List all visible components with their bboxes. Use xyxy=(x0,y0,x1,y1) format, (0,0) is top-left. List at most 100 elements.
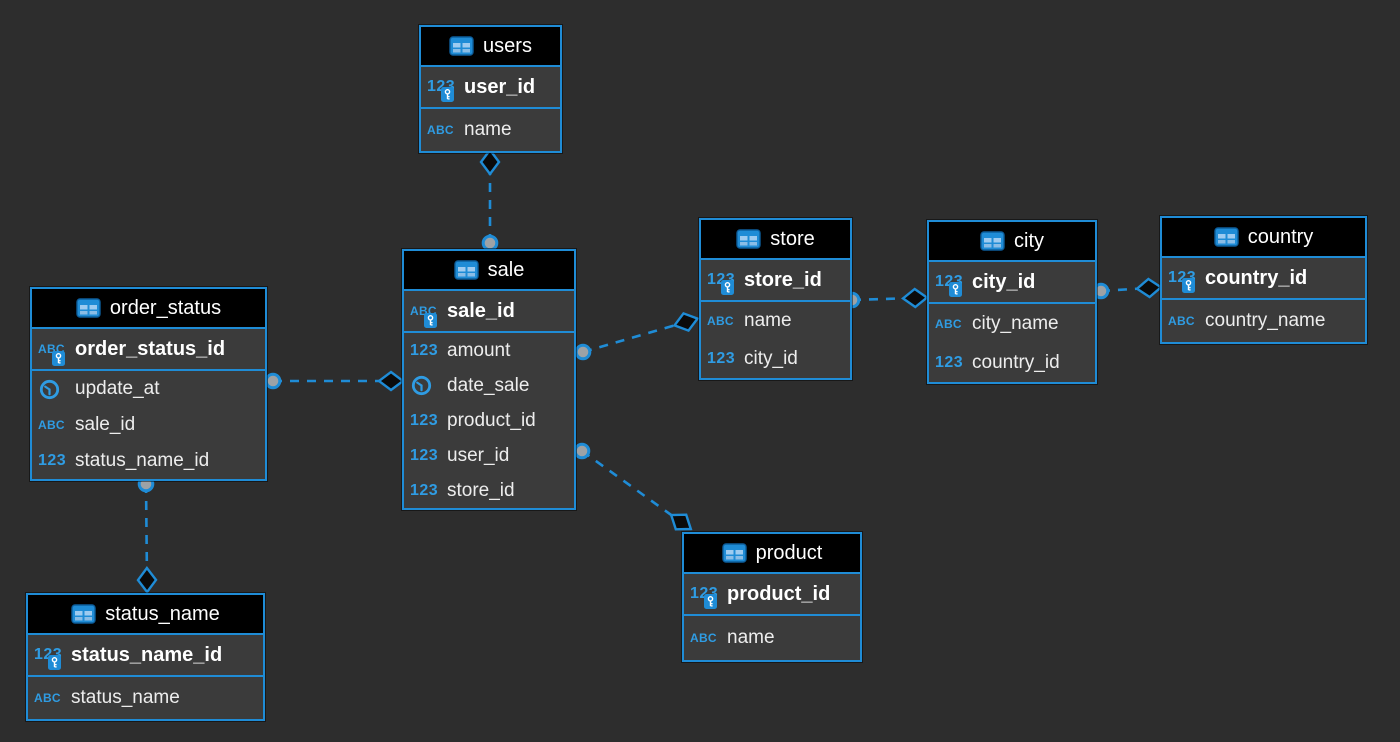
entity-title: status_name xyxy=(105,602,220,625)
entity-header[interactable]: users xyxy=(421,27,560,67)
relation-country-city[interactable] xyxy=(1092,277,1163,300)
column-name: user_id xyxy=(464,75,536,98)
entity-header[interactable]: order_status xyxy=(32,289,265,329)
relation-child-circle[interactable] xyxy=(573,442,591,460)
relation-parent-diamond[interactable] xyxy=(672,311,700,333)
relation-product-sale[interactable] xyxy=(573,442,693,531)
relation-parent-diamond[interactable] xyxy=(479,148,501,176)
column-name: city_name xyxy=(972,312,1059,334)
column-row-city_id[interactable]: 123 city_id xyxy=(701,340,850,378)
entity-title: order_status xyxy=(109,296,222,319)
column-row-date_sale[interactable]: date_sale xyxy=(404,368,574,403)
relation-line[interactable] xyxy=(581,449,682,524)
numeric-type-icon: 123 xyxy=(935,273,972,297)
text-type-icon: ABC xyxy=(38,342,75,366)
entity-title: product xyxy=(755,541,823,564)
primary-key-icon xyxy=(424,313,437,328)
entity-title: city xyxy=(1014,229,1044,252)
column-name: order_status_id xyxy=(75,337,226,360)
relation-parent-diamond[interactable] xyxy=(136,566,158,594)
column-name: date_sale xyxy=(447,374,530,396)
entity-header[interactable]: status_name xyxy=(28,595,263,635)
text-type-icon: ABC xyxy=(935,316,962,331)
relation-child-circle[interactable] xyxy=(264,372,282,390)
relation-parent-diamond[interactable] xyxy=(669,513,693,531)
primary-key-icon xyxy=(949,282,962,297)
relation-city-store[interactable] xyxy=(843,287,929,309)
column-name: city_id xyxy=(972,270,1036,293)
primary-key-icon xyxy=(721,280,734,295)
entity-header[interactable]: store xyxy=(701,220,850,260)
numeric-type-icon: 123 xyxy=(1168,269,1205,293)
relation-parent-diamond[interactable] xyxy=(901,287,929,309)
entity-header[interactable]: city xyxy=(929,222,1095,262)
column-name: amount xyxy=(447,339,511,361)
relation-sale-order_status[interactable] xyxy=(264,370,405,392)
table-icon xyxy=(721,543,747,563)
entity-title: sale xyxy=(487,258,525,281)
entity-title: store xyxy=(770,227,815,250)
column-name: status_name_id xyxy=(75,450,210,471)
numeric-type-icon: 123 xyxy=(707,350,736,367)
column-row-update_at[interactable]: update_at xyxy=(32,371,265,407)
column-name: city_id xyxy=(744,348,798,369)
columns-section: ABC status_name xyxy=(28,677,263,719)
column-name: sale_id xyxy=(447,299,515,322)
entity-header[interactable]: sale xyxy=(404,251,574,291)
relation-child-circle[interactable] xyxy=(481,234,499,252)
datetime-type-icon-slot xyxy=(38,378,75,401)
relation-store-sale[interactable] xyxy=(574,311,700,361)
entity-header[interactable]: product xyxy=(684,534,860,574)
relation-line[interactable] xyxy=(582,320,687,354)
column-name: update_at xyxy=(75,378,160,399)
column-row-city_name[interactable]: ABC city_name xyxy=(929,304,1095,343)
relation-parent-diamond[interactable] xyxy=(1135,277,1163,299)
column-row-status_name[interactable]: ABC status_name xyxy=(28,677,263,719)
column-name: country_id xyxy=(1205,266,1308,289)
relation-child-circle[interactable] xyxy=(574,343,592,361)
numeric-type-icon: 123 xyxy=(707,271,744,295)
relation-status_name-order_status[interactable] xyxy=(136,475,158,594)
relation-line[interactable] xyxy=(144,483,149,581)
column-name: status_name xyxy=(71,687,180,708)
relation-users-sale[interactable] xyxy=(479,148,501,252)
entity-header[interactable]: country xyxy=(1162,218,1365,258)
relation-parent-diamond[interactable] xyxy=(377,370,405,392)
column-name: name xyxy=(727,627,775,648)
primary-key-icon xyxy=(441,87,454,102)
text-type-icon: ABC xyxy=(34,691,61,705)
